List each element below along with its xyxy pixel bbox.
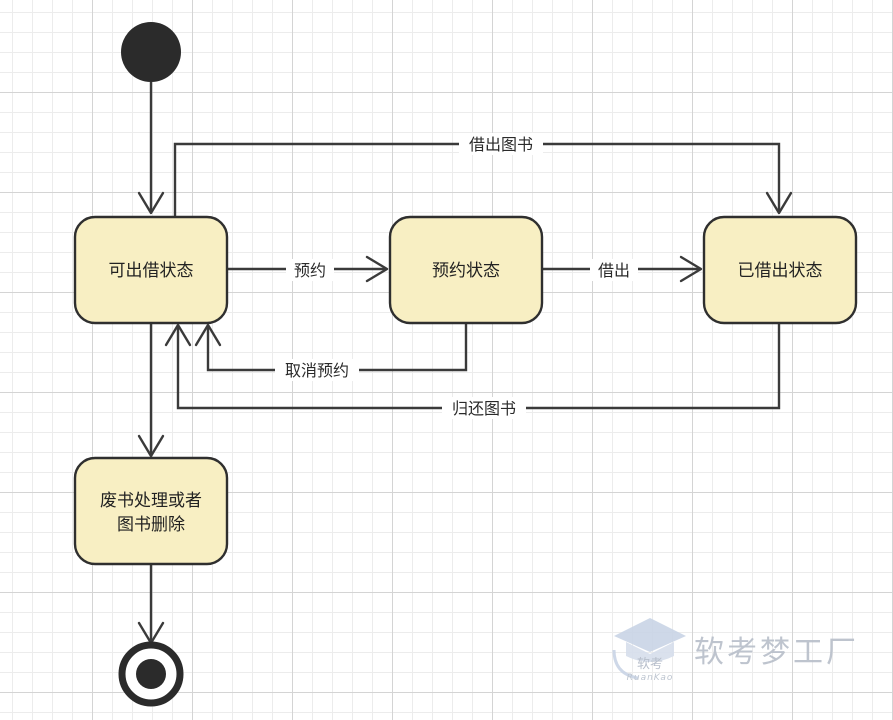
state-available: 可出借状态 xyxy=(73,215,229,325)
initial-node xyxy=(121,22,181,82)
state-reserved-label: 预约状态 xyxy=(432,261,500,281)
state-borrowed: 已借出状态 xyxy=(702,215,858,325)
edge-initial-to-available xyxy=(137,82,165,215)
watermark: 软考 RuanKao 软考梦工厂 xyxy=(612,618,859,683)
state-borrowed-label: 已借出状态 xyxy=(738,261,823,281)
label-reserve: 预约 xyxy=(294,261,326,280)
edge-reserve: 预约 xyxy=(228,255,389,283)
state-reserved: 预约状态 xyxy=(388,215,544,325)
label-lend: 借出 xyxy=(598,261,630,280)
watermark-logo-text: 软考 xyxy=(637,657,663,672)
state-discard: 废书处理或者 图书删除 xyxy=(73,456,229,566)
edge-return-book: 归还图书 xyxy=(164,323,781,419)
state-discard-label-line1: 废书处理或者 xyxy=(100,491,202,511)
state-available-label: 可出借状态 xyxy=(109,261,194,281)
state-discard-label-line2: 图书删除 xyxy=(117,515,185,535)
edge-available-to-discard xyxy=(137,323,165,458)
final-node xyxy=(118,641,184,707)
label-lend-book: 借出图书 xyxy=(469,135,533,154)
watermark-logo-pinyin: RuanKao xyxy=(627,673,674,683)
edge-lend-book: 借出图书 xyxy=(173,133,793,216)
watermark-brand: 软考梦工厂 xyxy=(694,635,859,670)
label-return-book: 归还图书 xyxy=(452,399,516,418)
edge-cancel-reservation: 取消预约 xyxy=(194,323,468,381)
edge-discard-to-final xyxy=(137,564,165,645)
label-cancel-reservation: 取消预约 xyxy=(285,361,349,380)
edge-lend: 借出 xyxy=(542,255,703,283)
graduation-cap-icon xyxy=(612,618,686,680)
